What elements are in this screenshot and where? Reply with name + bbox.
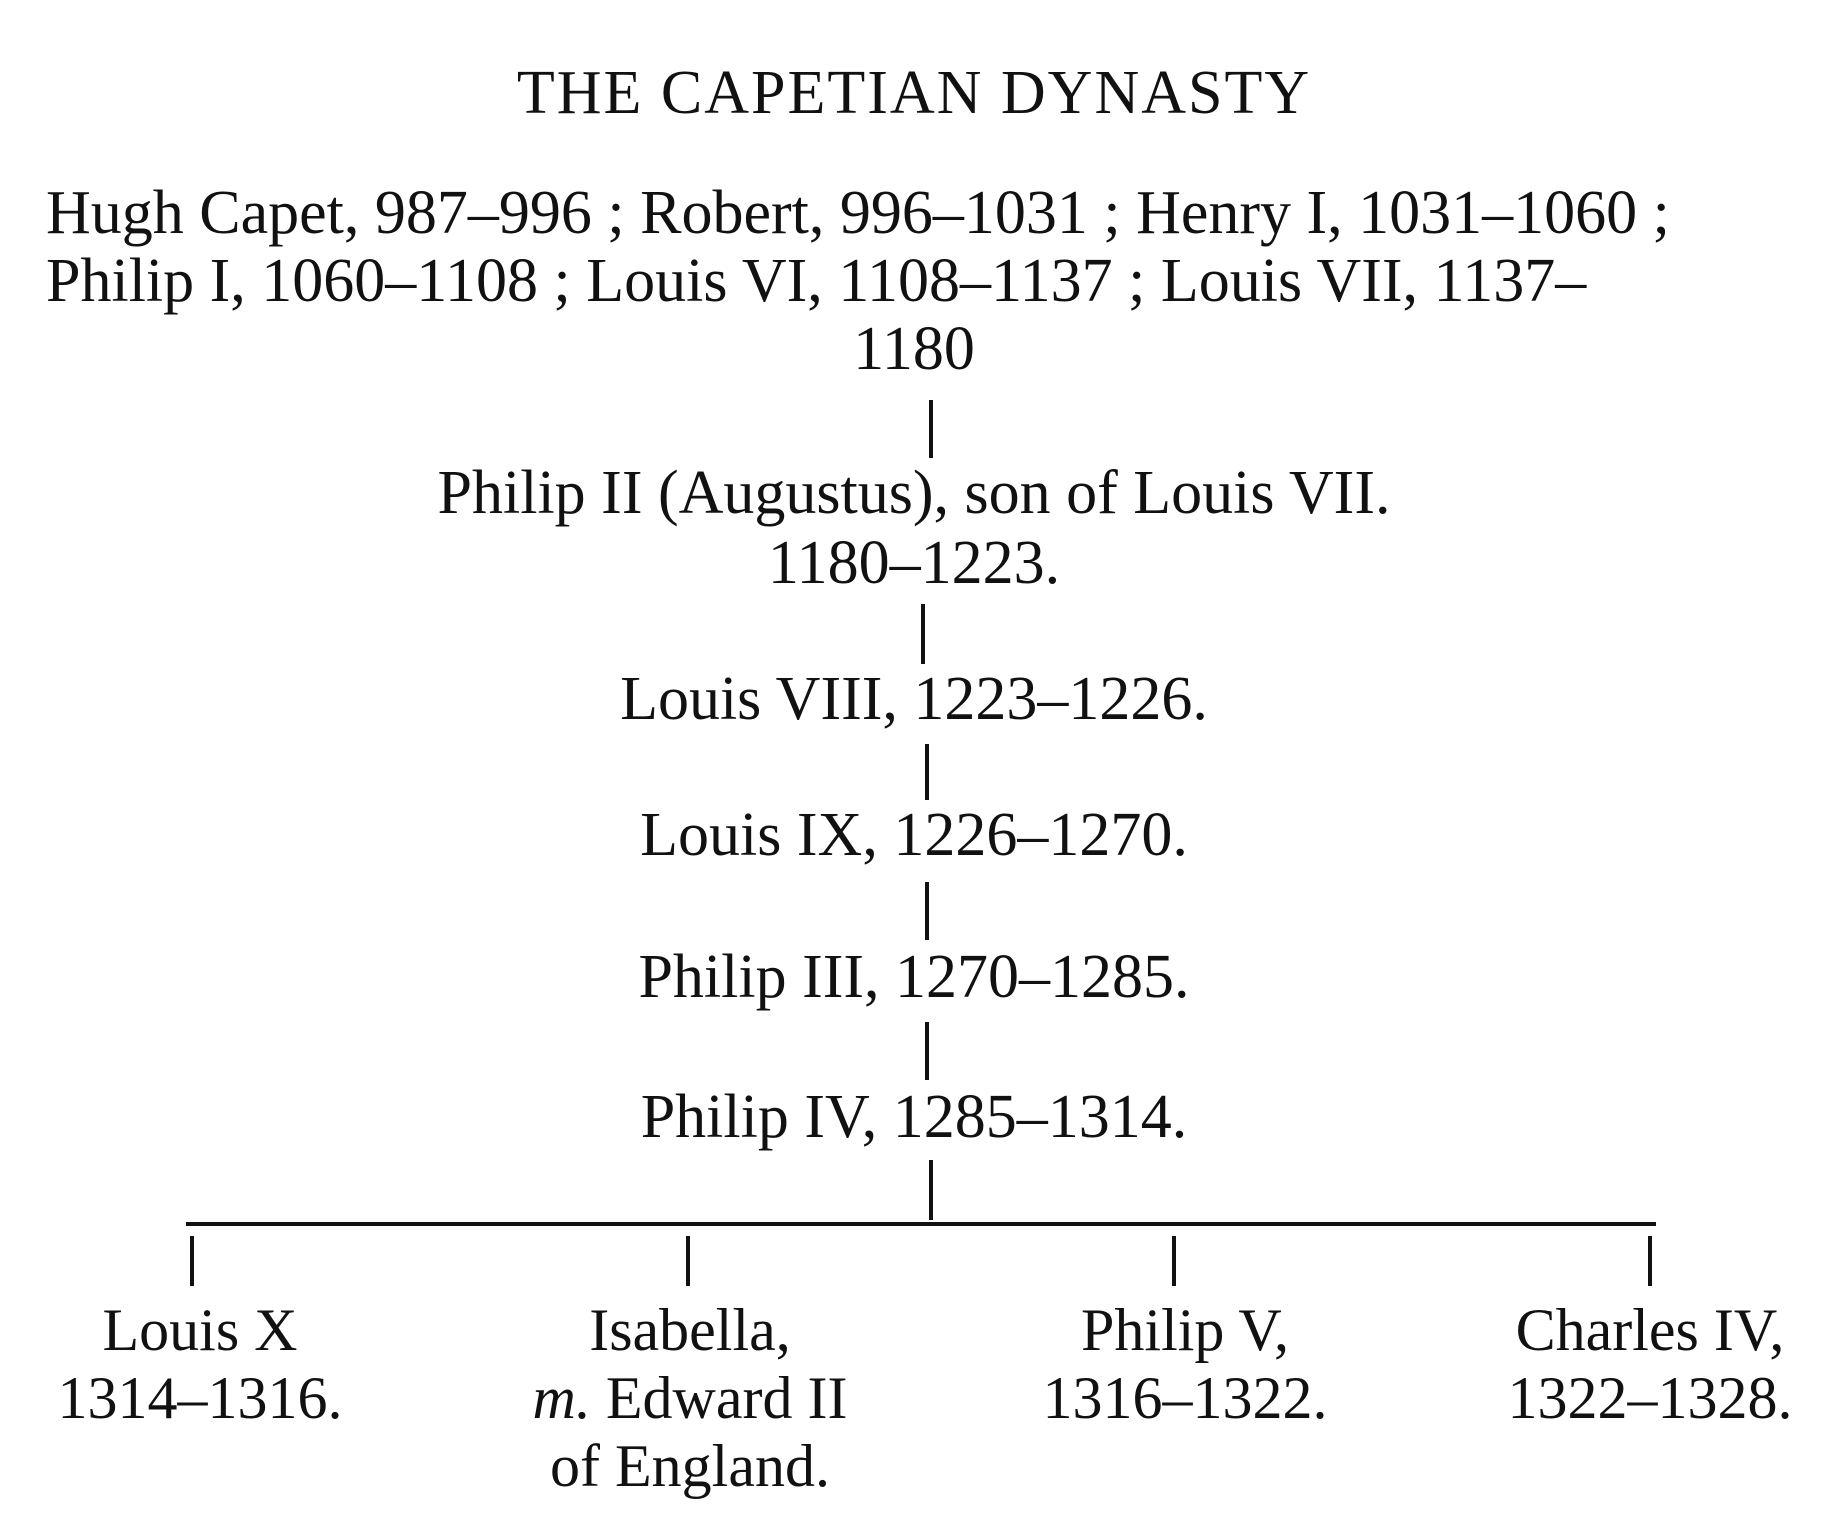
child-name: Philip V,	[1081, 1297, 1289, 1363]
connector-line	[929, 1160, 933, 1220]
child-isabella: Isabella, m. Edward II of England.	[480, 1296, 900, 1500]
connector-line	[925, 1022, 929, 1080]
connector-line	[929, 400, 933, 458]
child-name: Charles IV,	[1515, 1297, 1785, 1363]
child-marriage: m. Edward II	[480, 1364, 900, 1432]
diagram-title: THE CAPETIAN DYNASTY	[516, 59, 1312, 127]
child-dates: 1322–1328.	[1507, 1365, 1793, 1431]
married-abbreviation: m.	[532, 1365, 591, 1431]
child-philip-v: Philip V, 1316–1322.	[1020, 1296, 1350, 1432]
child-charles-iv: Charles IV, 1322–1328.	[1480, 1296, 1820, 1432]
connector-line	[925, 744, 929, 800]
children-bar	[186, 1222, 1656, 1226]
early-kings-line-1: Hugh Capet, 987–996 ; Robert, 996–1031 ;…	[46, 179, 1670, 247]
king-philip-ii-dates: 1180–1223.	[767, 529, 1061, 597]
connector-line	[190, 1236, 194, 1286]
child-note: of England.	[550, 1433, 830, 1499]
child-name: Isabella,	[589, 1297, 791, 1363]
early-kings-line-2: Philip I, 1060–1108 ; Louis VI, 1108–113…	[46, 247, 1587, 315]
king-philip-iii: Philip III, 1270–1285.	[638, 943, 1190, 1011]
child-name: Louis X	[102, 1297, 298, 1363]
early-kings-line-3: 1180	[853, 315, 975, 383]
king-philip-iv: Philip IV, 1285–1314.	[640, 1083, 1188, 1151]
king-louis-viii: Louis VIII, 1223–1226.	[620, 665, 1208, 733]
child-louis-x: Louis X 1314–1316.	[40, 1296, 360, 1432]
king-philip-ii-name: Philip II (Augustus), son of Louis VII.	[437, 459, 1391, 527]
connector-line	[1172, 1236, 1176, 1286]
connector-line	[925, 882, 929, 940]
connector-line	[686, 1236, 690, 1286]
king-louis-ix: Louis IX, 1226–1270.	[640, 801, 1188, 869]
connector-line	[1648, 1236, 1652, 1286]
child-dates: 1314–1316.	[57, 1365, 343, 1431]
connector-line	[921, 604, 925, 664]
spouse-name: Edward II	[590, 1365, 848, 1431]
child-dates: 1316–1322.	[1042, 1365, 1328, 1431]
